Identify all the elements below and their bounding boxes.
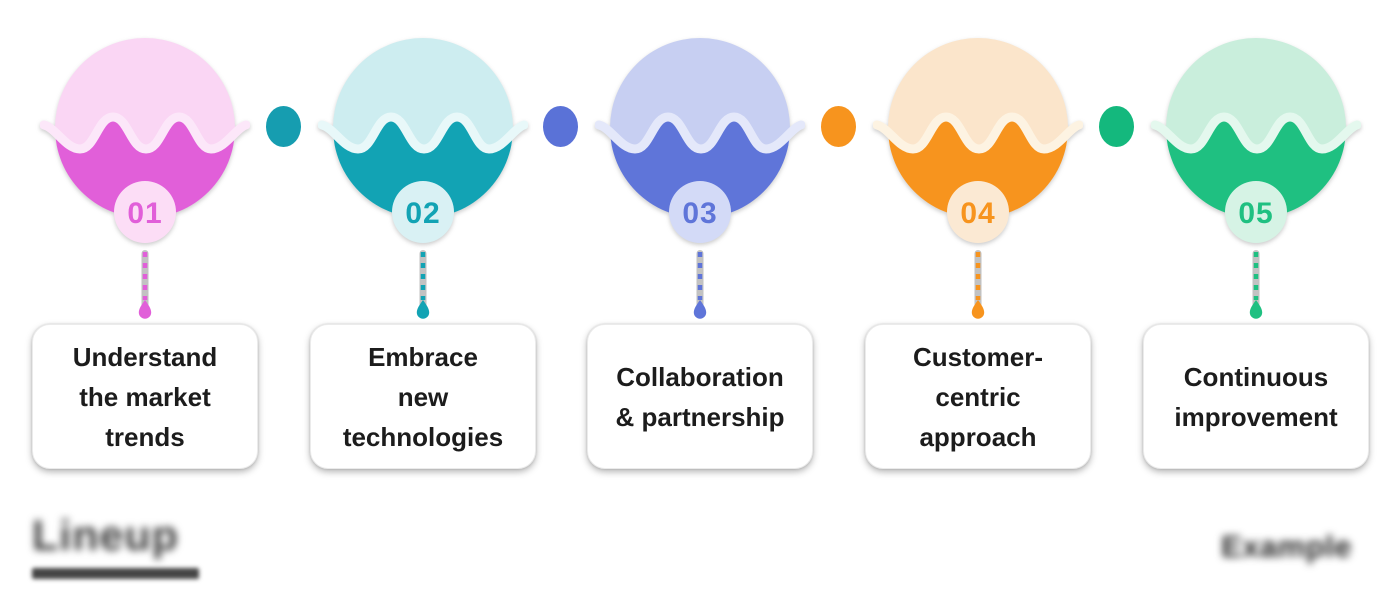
balloon-icon: 02 [318, 38, 528, 243]
step-number-badge [114, 181, 176, 243]
wave-edge-icon [1151, 112, 1361, 154]
brand-logo-text: Lineup [32, 512, 179, 560]
step-label-card: Embrace new technologies [310, 324, 536, 469]
step-label: Understand the market trends [72, 341, 218, 452]
step-column-01: 01 Understand the market trends [32, 33, 258, 573]
connector-drop-icon [1249, 300, 1263, 319]
step-label: Continuous improvement [1174, 361, 1338, 432]
separator-dot [266, 106, 301, 147]
wave-edge-icon [40, 112, 250, 154]
balloon-icon: 05 [1151, 38, 1361, 243]
step-number-badge [1225, 181, 1287, 243]
separator-dot [1099, 106, 1134, 147]
step-number-badge [947, 181, 1009, 243]
step-label: Collaboration & partnership [615, 361, 785, 432]
step-column-05: 05 Continuous improvement [1143, 33, 1369, 573]
step-number-badge [392, 181, 454, 243]
connector-line [1249, 250, 1263, 319]
connector-drop-icon [971, 300, 985, 319]
step-number: 02 [405, 197, 440, 230]
step-column-02: 02 Embrace new technologies [310, 33, 536, 573]
brand-logo-underline [32, 568, 199, 579]
step-label-card: Understand the market trends [32, 324, 258, 469]
step-number: 04 [960, 197, 995, 230]
connector-line [971, 250, 985, 319]
connector-line [693, 250, 707, 319]
step-label: Embrace new technologies [342, 341, 504, 452]
connector-drop-icon [416, 300, 430, 319]
wave-edge-icon [873, 112, 1083, 154]
balloon-icon: 01 [40, 38, 250, 243]
balloon-icon: 03 [595, 38, 805, 243]
step-label-card: Customer- centric approach [865, 324, 1091, 469]
wave-edge-icon [595, 112, 805, 154]
connector-drop-icon [138, 300, 152, 319]
separator-dot [821, 106, 856, 147]
step-label-card: Collaboration & partnership [587, 324, 813, 469]
step-number-badge [669, 181, 731, 243]
step-number: 01 [127, 197, 162, 230]
connector-drop-icon [693, 300, 707, 319]
step-number: 05 [1238, 197, 1273, 230]
step-number: 03 [682, 197, 717, 230]
watermark-text: Example [1221, 529, 1353, 564]
balloon-icon: 04 [873, 38, 1083, 243]
connector-line [138, 250, 152, 319]
brand-logo: Lineup [32, 512, 199, 579]
step-label: Customer- centric approach [912, 341, 1043, 452]
separator-dot [543, 106, 578, 147]
step-column-04: 04 Customer- centric approach [865, 33, 1091, 573]
wave-edge-icon [318, 112, 528, 154]
step-label-card: Continuous improvement [1143, 324, 1369, 469]
step-column-03: 03 Collaboration & partnership [587, 33, 813, 573]
connector-line [416, 250, 430, 319]
